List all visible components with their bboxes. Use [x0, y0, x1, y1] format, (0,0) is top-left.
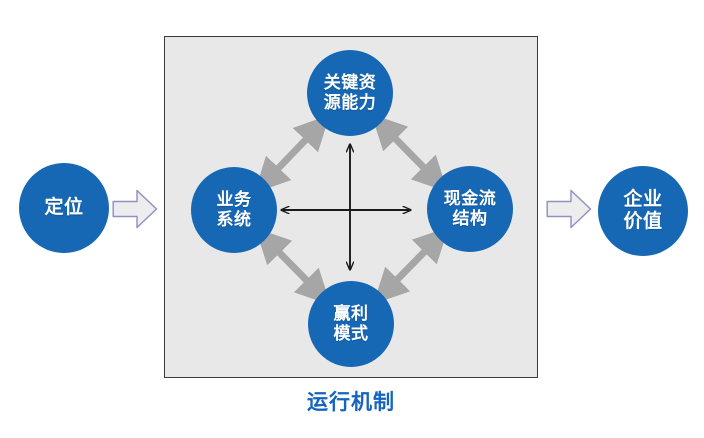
node-business-label-1: 业务	[216, 189, 252, 209]
mechanism-caption: 运行机制	[307, 391, 395, 414]
node-enterprise-value[interactable]: 企业 价值	[598, 166, 688, 256]
chevron-right-icon	[112, 189, 158, 229]
node-positioning[interactable]: 定位	[19, 163, 109, 253]
flow-arrow-in	[112, 188, 158, 230]
node-value-label-2: 价值	[623, 211, 663, 232]
node-profit-label-1: 赢利	[333, 303, 369, 323]
node-profit-model[interactable]: 赢利 模式	[308, 281, 394, 367]
node-positioning-label-1: 定位	[44, 196, 84, 218]
node-resource-label-2: 源能力	[323, 93, 377, 112]
node-value-label-1: 企业	[623, 188, 663, 210]
node-cashflow-label-2: 结构	[452, 209, 488, 228]
node-key-resource-capability[interactable]: 关键资 源能力	[307, 50, 393, 136]
node-profit-label-2: 模式	[333, 324, 369, 343]
node-business-label-2: 系统	[216, 210, 252, 229]
flow-arrow-out	[546, 188, 592, 230]
chevron-right-icon	[546, 189, 592, 229]
node-cashflow-structure[interactable]: 现金流 结构	[427, 166, 513, 252]
node-business-system[interactable]: 业务 系统	[191, 167, 277, 253]
node-resource-label-1: 关键资	[323, 72, 377, 92]
node-cashflow-label-1: 现金流	[443, 188, 497, 208]
